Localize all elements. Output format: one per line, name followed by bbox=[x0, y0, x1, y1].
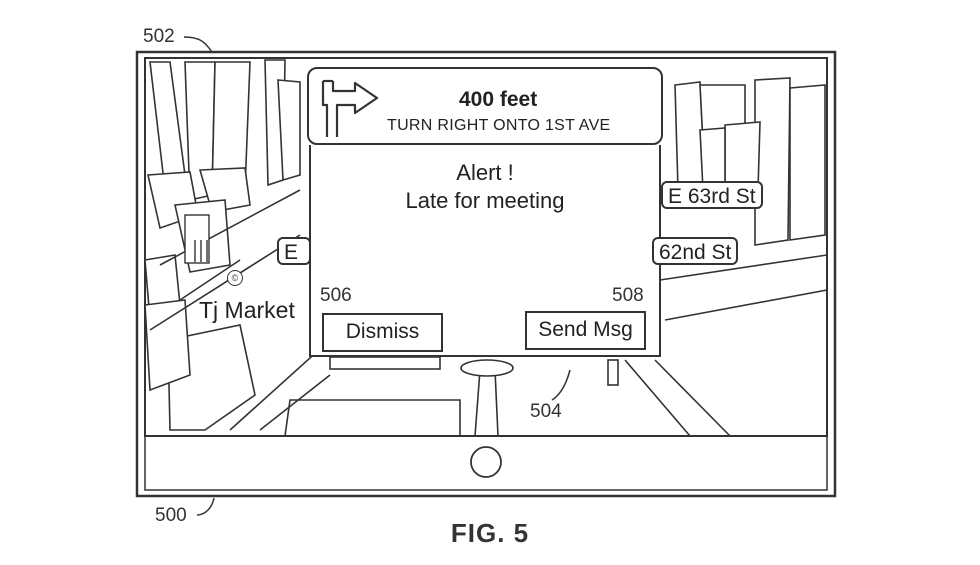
map-pin-icon[interactable]: © bbox=[227, 270, 243, 286]
alert-message: Late for meeting bbox=[405, 188, 565, 213]
poi-label[interactable]: Tj Market bbox=[199, 297, 295, 323]
road bbox=[284, 356, 619, 437]
street-label-e: E bbox=[277, 237, 311, 265]
buildings-right bbox=[674, 77, 826, 246]
turn-instruction: TURN RIGHT ONTO 1ST AVE bbox=[387, 117, 611, 134]
ref-506: 506 bbox=[320, 285, 352, 306]
distance-label: 400 feet bbox=[459, 88, 538, 111]
send-msg-button[interactable]: Send Msg bbox=[525, 311, 646, 350]
ref-500: 500 bbox=[155, 505, 187, 526]
device-frame bbox=[135, 50, 837, 498]
figure-caption: FIG. 5 bbox=[450, 518, 530, 548]
right-street-lines bbox=[624, 254, 828, 437]
home-button bbox=[470, 446, 502, 478]
bottom-bar bbox=[144, 435, 828, 491]
ref-508: 508 bbox=[612, 285, 644, 306]
street-label-e63rd: E 63rd St bbox=[661, 181, 763, 209]
dismiss-button[interactable]: Dismiss bbox=[322, 313, 443, 352]
alert-title: Alert ! bbox=[456, 160, 514, 185]
street-label-62nd: 62nd St bbox=[652, 237, 739, 265]
ref-504: 504 bbox=[530, 401, 562, 422]
navigation-banner: 400 feet TURN RIGHT ONTO 1ST AVE bbox=[307, 67, 663, 145]
turn-right-arrow-icon bbox=[321, 79, 379, 137]
ref-502: 502 bbox=[143, 26, 175, 47]
